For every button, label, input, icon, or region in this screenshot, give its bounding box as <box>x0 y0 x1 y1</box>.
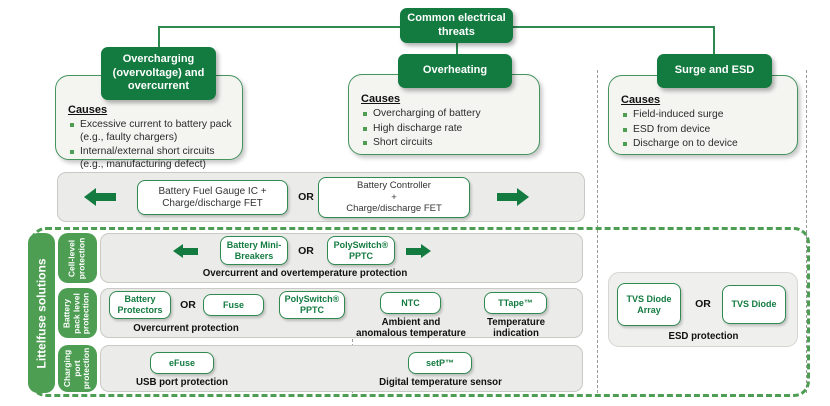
arrow-left-icon <box>84 188 116 206</box>
tvs-diode-box: TVS Diode <box>722 285 786 324</box>
or-label: OR <box>298 191 314 203</box>
cell-level-caption: Overcurrent and overtemperature protecti… <box>202 268 408 279</box>
bullet-square-icon <box>623 113 627 117</box>
or-label: OR <box>298 245 314 257</box>
bullet-square-icon <box>70 123 74 127</box>
fuse-box: Fuse <box>203 294 264 316</box>
setp-box: setP™ <box>408 352 472 374</box>
common-threats-node: Common electrical threats <box>400 8 513 43</box>
littelfuse-solutions-bar <box>28 233 55 393</box>
esd-column-dash-right <box>806 70 807 393</box>
arrow-right-icon <box>497 188 529 206</box>
cause-item: Overcharging of battery <box>361 108 529 121</box>
connector-mid-stub <box>456 40 458 54</box>
cause-item: Internal/external short circuits (e.g., … <box>68 146 232 171</box>
ntc-caption: Ambient and anomalous temperature <box>356 317 466 340</box>
arrow-right-icon <box>406 244 431 258</box>
battery-mini-breakers-box: Battery Mini- Breakers <box>220 236 288 265</box>
tab-battery-pack-label: Battery pack level protection <box>61 292 91 335</box>
ttape-box: TTape™ <box>484 292 547 314</box>
fuel-gauge-box: Battery Fuel Gauge IC + Charge/discharge… <box>137 180 288 215</box>
bullet-square-icon <box>363 126 367 131</box>
causes-heading: Causes <box>361 93 401 105</box>
cause-item: High discharge rate <box>361 123 529 136</box>
cause-item: ESD from device <box>621 124 787 137</box>
tab-cell-level-label: Cell-level protection <box>66 237 86 280</box>
arrow-left-icon <box>173 244 198 258</box>
polyswitch-pptc-box: PolySwitch® PPTC <box>327 236 395 265</box>
connector-right-stub <box>713 26 715 54</box>
digital-temp-caption: Digital temperature sensor <box>379 377 502 388</box>
overcharging-node: Overcharging (overvoltage) and overcurre… <box>101 47 216 100</box>
esd-column-dash-left <box>597 70 598 393</box>
cause-item: Field-induced surge <box>621 109 787 122</box>
causes-heading: Causes <box>621 94 661 106</box>
tab-cell-level-protection <box>58 233 97 283</box>
ntc-box: NTC <box>380 292 441 314</box>
or-label: OR <box>695 298 711 310</box>
bullet-square-icon <box>363 141 367 146</box>
overheating-node: Overheating <box>398 54 512 88</box>
bullet-square-icon <box>623 127 627 132</box>
littelfuse-solutions-label: Littelfuse solutions <box>34 258 49 369</box>
usb-port-caption: USB port protection <box>135 377 229 388</box>
cause-item: Discharge on to device <box>621 138 787 151</box>
row-dash-separator <box>352 288 353 393</box>
tab-battery-pack-protection <box>58 288 97 338</box>
causes-heading: Causes <box>68 104 108 116</box>
battery-controller-box: Battery Controller + Charge/discharge FE… <box>318 177 470 218</box>
bullet-square-icon <box>70 150 74 155</box>
surge-causes-panel: Causes Field-induced surge ESD from devi… <box>608 75 798 155</box>
cause-item: Excessive current to battery pack (e.g.,… <box>68 119 232 144</box>
efuse-box: eFuse <box>150 352 214 374</box>
cause-item: Short circuits <box>361 137 529 150</box>
esd-protection-caption: ESD protection <box>668 331 739 342</box>
bullet-square-icon <box>363 112 367 116</box>
bullet-square-icon <box>623 142 627 147</box>
or-label: OR <box>180 299 196 311</box>
connector-left-stub <box>158 26 160 48</box>
tvs-diode-array-box: TVS Diode Array <box>617 283 681 326</box>
battery-protectors-box: Battery Protectors <box>109 291 171 319</box>
tab-charging-port-protection <box>58 345 97 392</box>
polyswitch-pptc-box: PolySwitch® PPTC <box>279 291 345 319</box>
tab-charging-port-label: Charging port protection <box>61 347 92 390</box>
overcurrent-protection-caption: Overcurrent protection <box>133 323 239 334</box>
ttape-caption: Temperature indication <box>487 317 545 340</box>
surge-esd-node: Surge and ESD <box>657 54 772 88</box>
